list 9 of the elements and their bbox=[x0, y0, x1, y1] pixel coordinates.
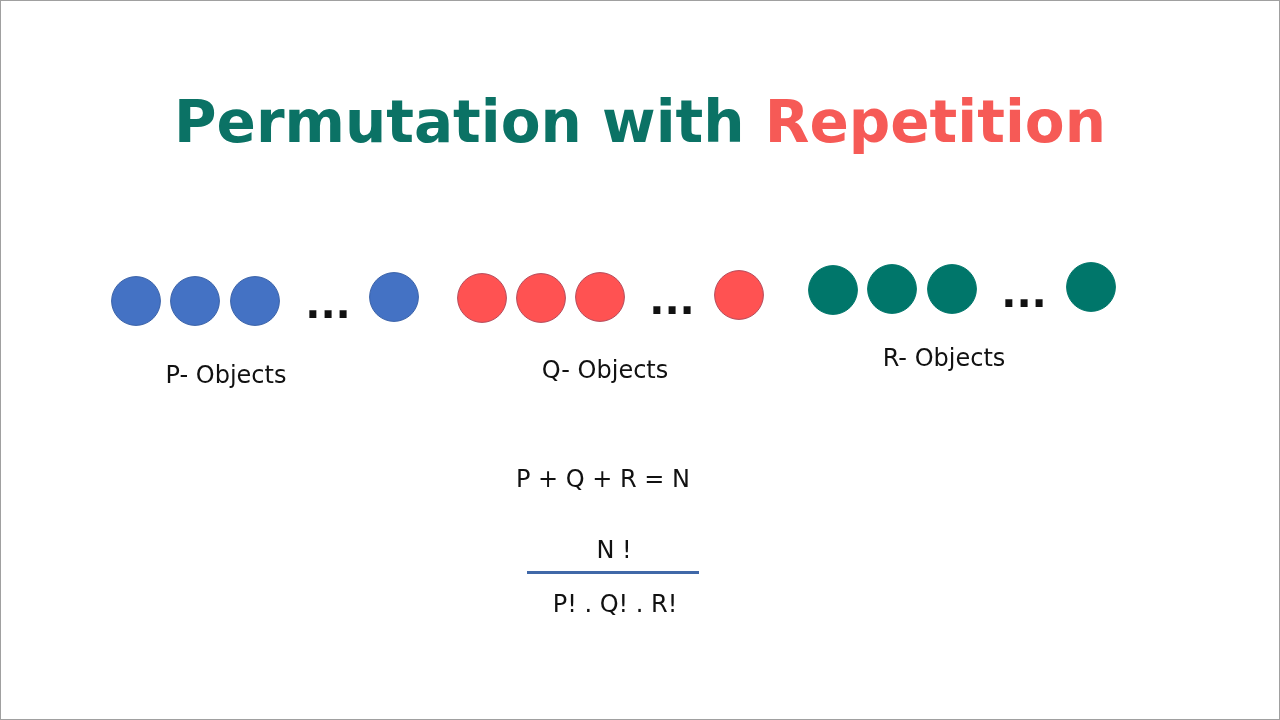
ellipsis: ... bbox=[649, 280, 695, 320]
ellipsis: ... bbox=[305, 284, 351, 324]
group-label: Q- Objects bbox=[541, 358, 669, 382]
equation: P + Q + R = N bbox=[515, 467, 691, 491]
fraction-denominator: P! . Q! . R! bbox=[552, 592, 678, 616]
fraction-numerator: N ! bbox=[596, 538, 632, 562]
group-label: R- Objects bbox=[882, 346, 1006, 370]
group-label: P- Objects bbox=[165, 363, 287, 387]
ellipsis: ... bbox=[1001, 273, 1047, 313]
